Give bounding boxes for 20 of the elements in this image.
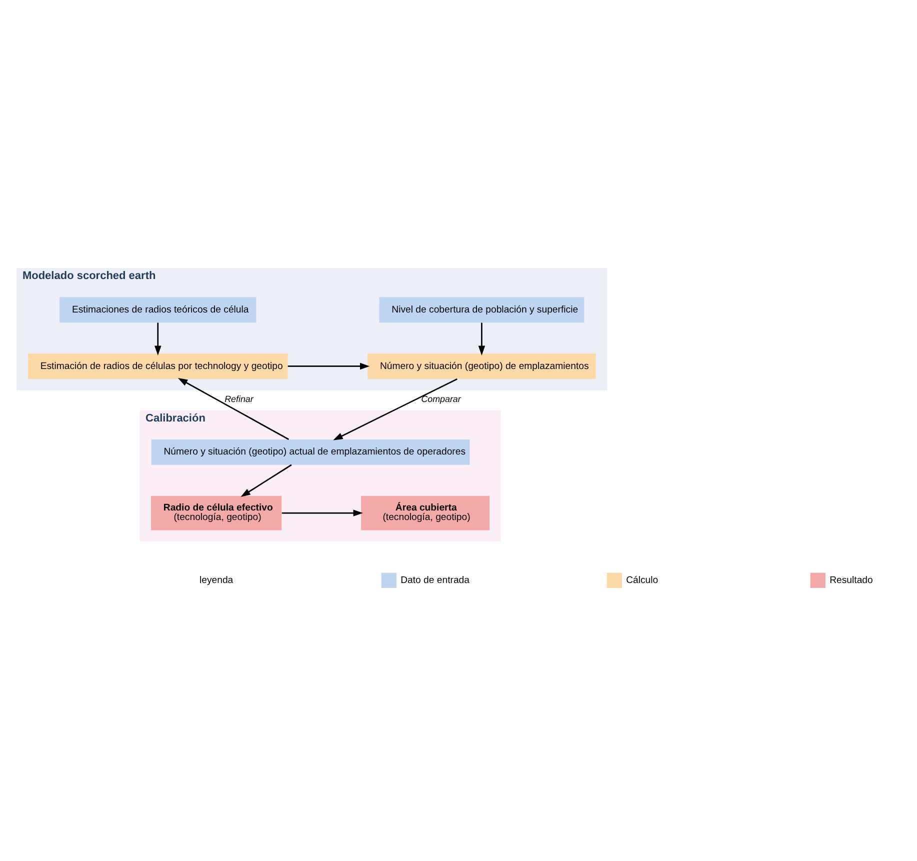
node-box: Estimación de radios de células por technology y geotipo: [28, 354, 288, 379]
label: leyenda: [199, 574, 234, 586]
node-box: Radio de célula efectivo (tecnología, geotipo): [151, 496, 282, 530]
arrow: [240, 464, 292, 497]
edge-label: Comparar: [421, 394, 461, 404]
legend-label: Resultado: [830, 574, 873, 586]
arrow: [333, 378, 458, 440]
node-box: Estimaciones de radios teóricos de célula: [60, 297, 256, 323]
arrow: [282, 510, 363, 516]
node-box: Área cubierta (tecnología, geotipo): [361, 496, 490, 530]
legend-label: Cálculo: [626, 574, 658, 586]
edge-label: Refinar: [224, 394, 254, 404]
arrow: [478, 322, 486, 356]
arrow: [288, 362, 370, 370]
node-box: Número y situación (geotipo) de emplazamientos: [368, 354, 596, 379]
arrow: [178, 378, 290, 440]
arrow: [154, 322, 162, 356]
legend-label: Dato de entrada: [400, 574, 470, 586]
node-box: Número y situación (geotipo) actual de emplazamientos de operadores: [151, 439, 470, 465]
node-box: Nivel de cobertura de población y superficie: [379, 297, 584, 323]
